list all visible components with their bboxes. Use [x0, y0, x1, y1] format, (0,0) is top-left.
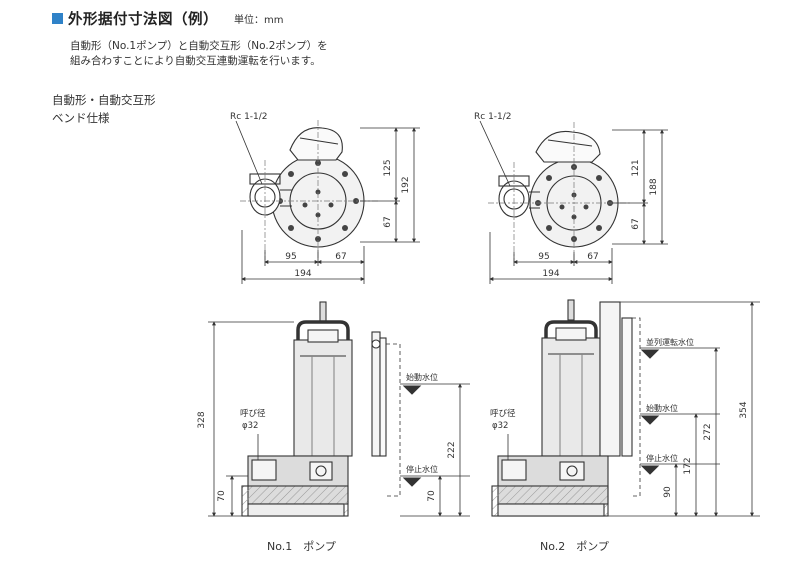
pump2-h3: 272 [703, 423, 713, 440]
spec-label: 自動形・自動交互形 ベンド仕様 [52, 91, 156, 127]
pump2-h2: 172 [683, 457, 693, 474]
header-square-icon [52, 13, 63, 24]
dim-total-1: 192 [401, 176, 411, 193]
pump2-start-level: 始動水位 [646, 403, 678, 413]
section-header: 外形据付寸法図（例） 単位：mm [52, 8, 283, 29]
dim-right-2: 67 [587, 252, 598, 262]
pump1-height: 328 [197, 411, 207, 428]
pump2-h1: 90 [663, 486, 673, 498]
pump-2-side-view [491, 299, 760, 517]
top-view-1 [235, 120, 420, 284]
page-title: 外形据付寸法図（例） [68, 12, 218, 28]
dim-right-1: 67 [335, 252, 346, 262]
pump2-bore-label: 呼び径 [490, 408, 516, 419]
dim-left-1: 95 [285, 252, 296, 262]
pump2-h4: 354 [739, 401, 749, 418]
dim-upper-2: 121 [631, 159, 641, 176]
dim-total-2: 188 [649, 178, 659, 195]
dim-width-2: 194 [542, 269, 559, 279]
pump1-bore: φ32 [242, 421, 258, 431]
pipe-label-1: Rc 1-1/2 [230, 112, 268, 122]
pump1-stop-level: 停止水位 [406, 464, 438, 474]
spec-line: ベンド仕様 [52, 111, 110, 125]
spec-line: 自動形・自動交互形 [52, 93, 156, 107]
pump-1-side-view [208, 301, 470, 517]
pump1-bore-label: 呼び径 [240, 408, 266, 419]
top-view-2 [479, 120, 668, 284]
dim-upper-1: 125 [383, 159, 393, 176]
pump1-start-level: 始動水位 [406, 372, 438, 382]
pump1-base-height: 70 [217, 490, 227, 502]
pipe-label-2: Rc 1-1/2 [474, 112, 512, 122]
dim-left-2: 95 [538, 252, 549, 262]
pump2-stop-level: 停止水位 [646, 453, 678, 463]
pump2-bore: φ32 [492, 421, 508, 431]
description-line: 自動形（No.1ポンプ）と自動交互形（No.2ポンプ）を [70, 40, 328, 52]
pump2-parallel-level: 並列運転水位 [646, 337, 694, 347]
dim-width-1: 194 [294, 269, 311, 279]
pump1-caption: No.1 ポンプ [267, 540, 336, 553]
dim-lower-2: 67 [631, 218, 641, 229]
description: 自動形（No.1ポンプ）と自動交互形（No.2ポンプ）を 組み合わすことにより自… [70, 39, 328, 69]
pump1-stop-height: 70 [427, 490, 437, 502]
dim-lower-1: 67 [383, 216, 393, 227]
pump2-caption: No.2 ポンプ [540, 540, 609, 553]
unit-label: 単位：mm [234, 15, 284, 26]
description-line: 組み合わすことにより自動交互連動運転を行います。 [70, 55, 321, 67]
pump1-start-height: 222 [447, 441, 457, 458]
